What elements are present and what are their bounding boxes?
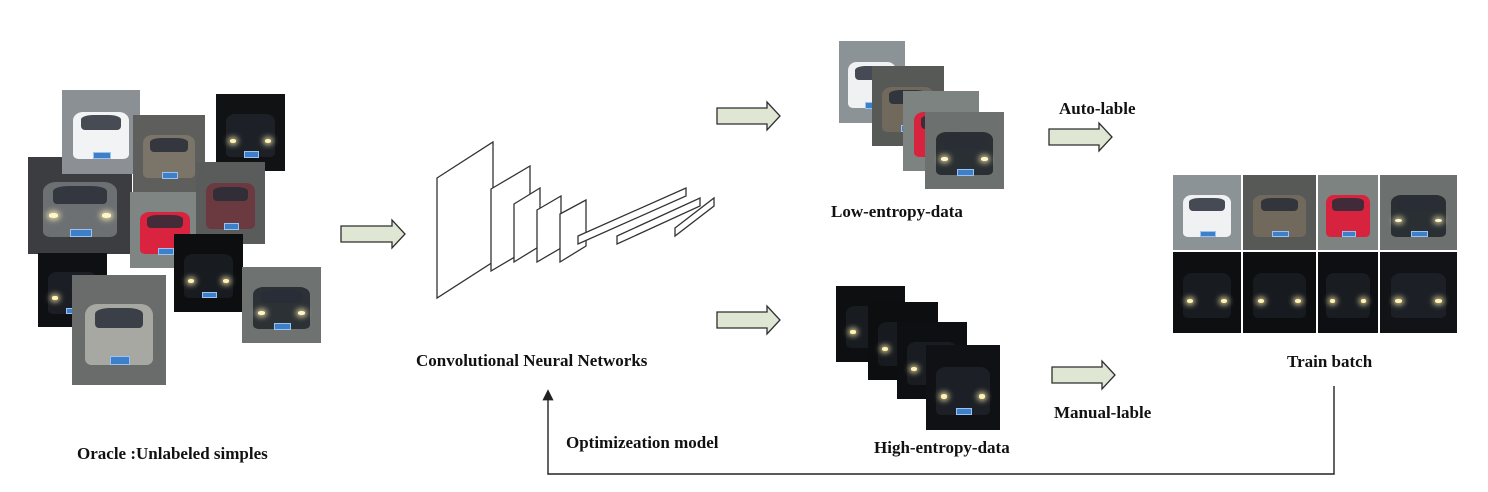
car-photo bbox=[174, 234, 243, 312]
car-photo bbox=[1243, 252, 1316, 333]
car-photo bbox=[1380, 252, 1457, 333]
block-arrow-right-icon bbox=[716, 100, 781, 132]
car-photo bbox=[72, 275, 166, 385]
train-batch-grid bbox=[1173, 175, 1457, 333]
feedback-loop-line bbox=[542, 386, 1335, 475]
car-photo bbox=[1173, 252, 1241, 333]
train-batch-label: Train batch bbox=[1287, 352, 1373, 371]
low-entropy-label: Low-entropy-data bbox=[831, 202, 963, 221]
car-photo bbox=[196, 162, 265, 244]
car-photo bbox=[130, 192, 200, 268]
high-entropy-label: High-entropy-data bbox=[874, 438, 1010, 457]
optimization-label: Optimizeation model bbox=[566, 433, 719, 452]
block-arrow-right-icon bbox=[716, 304, 781, 336]
auto-label-text: Auto-lable bbox=[1059, 99, 1136, 118]
car-photo bbox=[926, 345, 1000, 430]
car-photo bbox=[1318, 252, 1378, 333]
car-photo bbox=[1173, 175, 1241, 250]
cnn-layer-diagram-icon bbox=[436, 140, 715, 300]
car-photo bbox=[925, 112, 1004, 189]
car-photo bbox=[62, 90, 140, 174]
car-photo bbox=[133, 115, 205, 192]
car-photo bbox=[1243, 175, 1316, 250]
manual-label-text: Manual-lable bbox=[1054, 403, 1152, 422]
block-arrow-right-icon bbox=[340, 218, 406, 250]
block-arrow-right-icon bbox=[1051, 359, 1116, 391]
car-photo bbox=[1318, 175, 1378, 250]
car-photo bbox=[216, 94, 285, 171]
car-photo bbox=[1380, 175, 1457, 250]
oracle-label: Oracle :Unlabeled simples bbox=[77, 444, 268, 463]
block-arrow-right-icon bbox=[1048, 121, 1113, 153]
cnn-label: Convolutional Neural Networks bbox=[416, 351, 648, 370]
car-photo bbox=[242, 267, 321, 343]
